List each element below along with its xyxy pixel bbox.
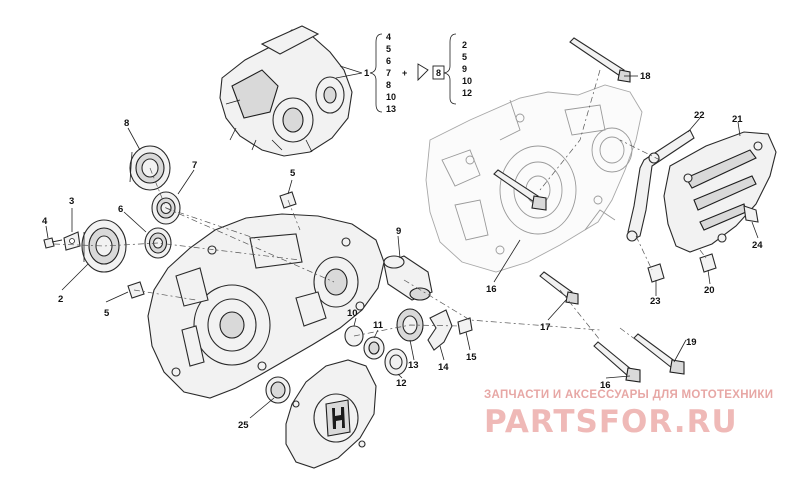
callout-16-lower: 16 (600, 380, 611, 391)
callout-22: 22 (694, 110, 705, 121)
watermark: ЗАПЧАСТИ И АКСЕССУАРЫ ДЛЯ МОТОТЕХНИКИ PA… (484, 389, 773, 440)
lock-plate-3 (63, 231, 81, 251)
callout-16-upper: 16 (486, 284, 497, 295)
kit-list-right: 2 5 9 10 12 (462, 40, 472, 98)
callout-7: 7 (192, 160, 197, 171)
bolt-17 (539, 271, 579, 305)
bearing-6 (144, 227, 172, 259)
oil-seal-12 (384, 348, 408, 376)
callout-15: 15 (466, 352, 477, 363)
bearing-25 (265, 376, 291, 404)
bearing-11 (363, 336, 385, 360)
kit-box-label: 8 (436, 68, 441, 78)
svg-text:6: 6 (386, 56, 391, 66)
screw-20 (699, 253, 717, 273)
callout-5-upper: 5 (290, 168, 296, 179)
callout-10: 10 (347, 308, 358, 319)
svg-text:7: 7 (386, 68, 391, 78)
callout-20: 20 (704, 285, 715, 296)
sleeve-9 (383, 255, 433, 301)
callout-8: 8 (124, 118, 129, 129)
callout-13: 13 (408, 360, 419, 371)
svg-text:12: 12 (462, 88, 472, 98)
bolt-18 (569, 37, 631, 83)
svg-text:10: 10 (386, 92, 396, 102)
callout-14: 14 (438, 362, 449, 373)
left-crankcase-half (147, 213, 385, 399)
screw-24 (743, 205, 759, 223)
callout-17: 17 (540, 322, 551, 333)
callout-6: 6 (118, 204, 123, 215)
svg-text:2: 2 (462, 40, 467, 50)
watermark-subtitle: ЗАПЧАСТИ И АКСЕССУАРЫ ДЛЯ МОТОТЕХНИКИ (484, 389, 773, 401)
bearing-2 (81, 219, 127, 273)
callout-24: 24 (752, 240, 763, 251)
callout-1: 1 (364, 68, 370, 79)
callout-4: 4 (42, 216, 48, 227)
callout-11: 11 (373, 320, 384, 331)
svg-text:8: 8 (386, 80, 391, 90)
callout-25: 25 (238, 420, 249, 431)
callout-3: 3 (69, 196, 74, 207)
kit-list-left: 4 5 6 7 8 10 13 (386, 32, 396, 114)
kit-box (432, 65, 445, 80)
callout-labels: 8 7 6 3 4 2 5 5 9 10 11 13 12 14 15 25 1… (42, 68, 763, 431)
kit-brackets (369, 33, 457, 113)
svg-text:5: 5 (386, 44, 391, 54)
screw-4 (43, 237, 63, 249)
screw-15 (457, 317, 473, 335)
crankcase-assembly-thumbnail (219, 25, 353, 157)
kit-plus-sign: + (402, 68, 407, 78)
svg-text:4: 4 (386, 32, 391, 42)
watermark-logo: PARTSFOR.RU (484, 404, 738, 440)
bolt-19 (633, 333, 685, 375)
callout-19: 19 (686, 337, 697, 348)
svg-text:13: 13 (386, 104, 396, 114)
svg-text:5: 5 (462, 52, 467, 62)
callout-18: 18 (640, 71, 651, 82)
callout-2: 2 (58, 294, 63, 305)
ignition-cover (285, 359, 377, 469)
leader-lines (45, 65, 759, 419)
svg-text:10: 10 (462, 76, 472, 86)
svg-text:9: 9 (462, 64, 467, 74)
assembly-lines (53, 69, 707, 341)
callout-12: 12 (396, 378, 407, 389)
bolt-16-upper (493, 169, 547, 211)
callout-23: 23 (650, 296, 661, 307)
bolt-16-lower (593, 341, 641, 383)
right-cover (663, 131, 777, 253)
husqvarna-logo-icon (332, 407, 345, 429)
screw-23 (647, 263, 665, 283)
callout-5-left: 5 (104, 308, 110, 319)
callout-9: 9 (396, 226, 401, 237)
right-crankcase-half (425, 84, 643, 273)
retaining-plate-14 (427, 309, 453, 351)
gasket-triangle-icon (417, 63, 429, 82)
callout-21: 21 (732, 114, 743, 125)
